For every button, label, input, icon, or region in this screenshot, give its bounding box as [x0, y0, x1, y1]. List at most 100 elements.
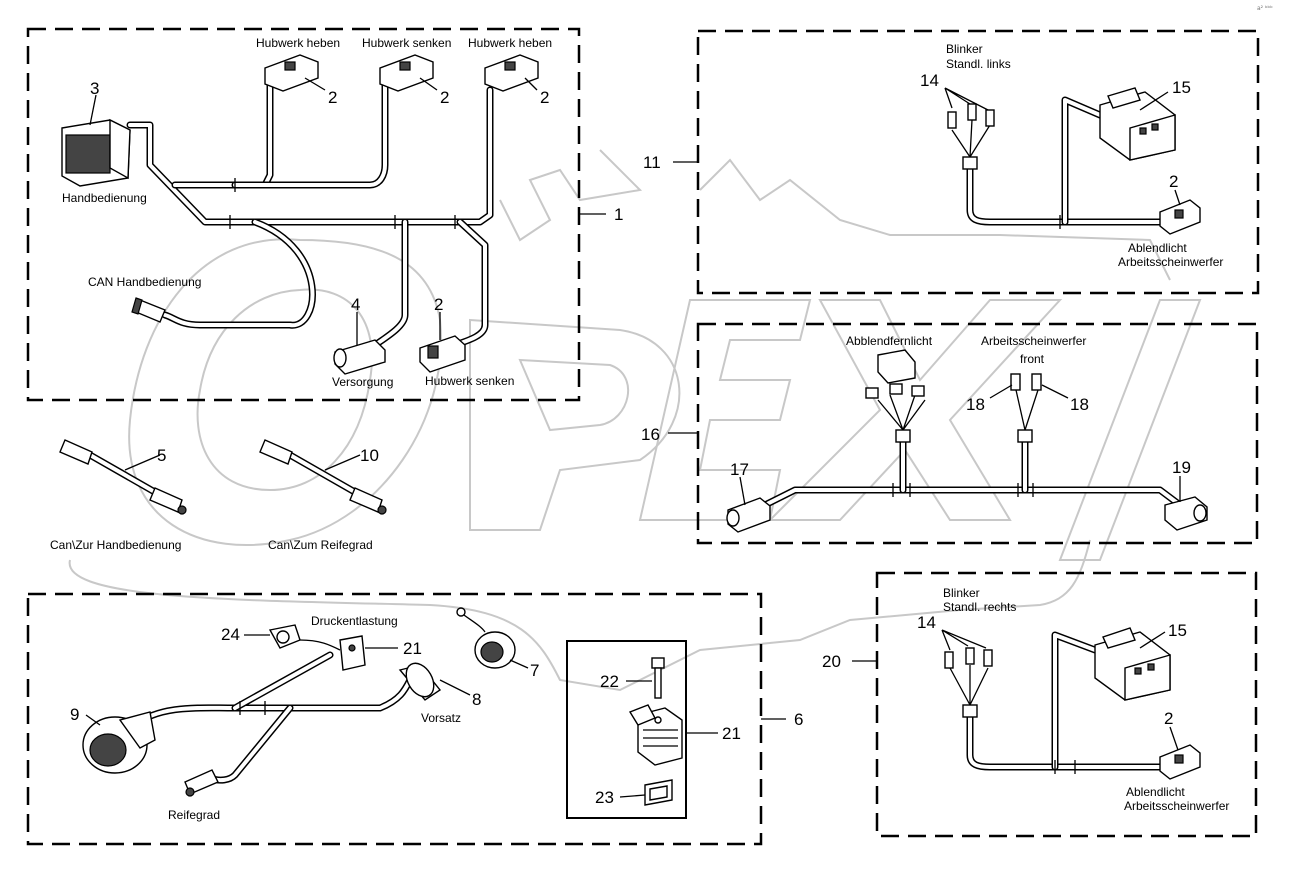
- callout-9-leader: [85, 714, 101, 726]
- callout-14b-leader: [941, 629, 987, 651]
- callout-18a-leader: [989, 384, 1013, 399]
- callout-2a-leader: [304, 77, 326, 91]
- group-6-number: 6: [794, 710, 803, 729]
- callout-5-leader: [124, 454, 161, 471]
- group-1-number: 1: [614, 205, 623, 224]
- ablendlicht-connector-2: [1159, 744, 1201, 780]
- label-can-zur-handbedienung: Can\Zur Handbedienung: [50, 538, 181, 552]
- callout-2e-leader: [1174, 189, 1181, 206]
- callout-17: 17: [730, 460, 749, 479]
- group-20-number: 20: [822, 652, 841, 671]
- label-handbedienung: Handbedienung: [62, 191, 147, 205]
- label-blinker-rechts-1: Blinker: [943, 586, 980, 600]
- callout-8-leader: [439, 679, 471, 696]
- callout-2c-leader: [524, 77, 538, 91]
- hubwerk-senken-connector-2: [419, 335, 466, 373]
- connector-7: [456, 607, 516, 669]
- ablendlicht-connector-1: [1159, 199, 1201, 235]
- connector-24: [268, 624, 301, 649]
- label-arbeitsscheinwerfer-front-1: Arbeitsscheinwerfer: [981, 334, 1086, 348]
- connector-15-bottom: [1094, 627, 1171, 701]
- label-arbeitsscheinwerfer-front-2: front: [1020, 352, 1045, 366]
- harness-1-cables: [126, 81, 494, 349]
- harness-20-cables: [944, 631, 1164, 774]
- label-ablendlicht-2a: Ablendlicht: [1126, 785, 1185, 799]
- label-can-zum-reifegrad: Can\Zum Reifegrad: [268, 538, 373, 552]
- label-hubwerk-heben-1: Hubwerk heben: [256, 36, 340, 50]
- callout-21a: 21: [403, 639, 422, 658]
- callout-14a-leader: [944, 87, 989, 111]
- harness-6-cables: [131, 639, 414, 784]
- handbedienung-connector: [61, 118, 131, 187]
- group-11-number: 11: [643, 153, 661, 172]
- label-ablendlicht-1a: Ablendlicht: [1128, 241, 1187, 255]
- label-blinker-rechts-2: Standl. rechts: [943, 600, 1016, 614]
- callout-5: 5: [157, 446, 166, 465]
- connector-17: [726, 497, 771, 533]
- callout-24: 24: [221, 625, 240, 644]
- hubwerk-heben-connector-2: [484, 54, 539, 92]
- callout-23-leader: [619, 794, 646, 798]
- callout-18b: 18: [1070, 395, 1089, 414]
- callout-21b: 21: [722, 724, 741, 743]
- label-ablendlicht-1b: Arbeitsscheinwerfer: [1118, 255, 1223, 269]
- callout-3-leader: [89, 94, 97, 126]
- callout-23: 23: [595, 788, 614, 807]
- callout-8: 8: [472, 690, 481, 709]
- label-druckentlastung: Druckentlastung: [311, 614, 398, 628]
- label-hubwerk-senken-1: Hubwerk senken: [362, 36, 451, 50]
- callout-2a: 2: [328, 88, 337, 107]
- callout-14b: 14: [917, 613, 936, 632]
- label-blinker-links-1: Blinker: [946, 42, 983, 56]
- label-ablendlicht-2b: Arbeitsscheinwerfer: [1124, 799, 1229, 813]
- label-blinker-links-2: Standl. links: [946, 57, 1011, 71]
- callout-15a-leader: [1139, 91, 1169, 111]
- callout-10-leader: [324, 454, 361, 471]
- reifegrad-plug: [184, 769, 219, 797]
- callout-7-leader: [509, 659, 529, 669]
- label-versorgung: Versorgung: [332, 375, 393, 389]
- connector-15-top: [1099, 87, 1176, 161]
- callout-2e: 2: [1169, 172, 1178, 191]
- screw-22: [651, 657, 665, 699]
- callout-9: 9: [70, 705, 79, 724]
- group-16-number: 16: [641, 425, 660, 444]
- callout-2c: 2: [540, 88, 549, 107]
- callout-18a: 18: [966, 395, 985, 414]
- connector-19: [1164, 496, 1208, 531]
- callout-3: 3: [90, 79, 99, 98]
- callout-2f: 2: [1164, 709, 1173, 728]
- callout-4: 4: [351, 295, 360, 314]
- can-cable-5: [59, 439, 187, 515]
- harness-16-cables: [761, 349, 1184, 509]
- connector-9: [82, 711, 156, 774]
- label-hubwerk-senken-2: Hubwerk senken: [425, 374, 514, 388]
- callout-2b: 2: [440, 88, 449, 107]
- callout-19: 19: [1172, 458, 1191, 477]
- label-abblendfernlicht: Abblendfernlicht: [846, 334, 933, 348]
- callout-2d: 2: [434, 295, 443, 314]
- callout-14a: 14: [920, 71, 939, 90]
- versorgung-connector: [333, 339, 386, 375]
- valve-21-subbox: [566, 640, 687, 819]
- label-reifegrad: Reifegrad: [168, 808, 220, 822]
- connector-8-vorsatz: [398, 662, 442, 701]
- label-hubwerk-heben-2: Hubwerk heben: [468, 36, 552, 50]
- hubwerk-senken-connector-1: [379, 54, 434, 92]
- callout-15b: 15: [1168, 621, 1187, 640]
- callout-15a: 15: [1172, 78, 1191, 97]
- group-6-box: [26, 592, 763, 846]
- callout-22: 22: [600, 672, 619, 691]
- callout-15b-leader: [1139, 631, 1166, 649]
- gasket-23: [644, 779, 673, 806]
- can-cable-10: [259, 439, 387, 515]
- callout-2f-leader: [1169, 726, 1179, 751]
- hubwerk-heben-connector-1: [264, 54, 319, 92]
- label-vorsatz: Vorsatz: [421, 711, 461, 725]
- corner-mark: a² ᵇᵇᵇ: [1257, 5, 1273, 12]
- callout-2b-leader: [419, 77, 438, 91]
- label-can-handbedienung: CAN Handbedienung: [88, 275, 201, 289]
- watermark: [68, 149, 1202, 692]
- callout-7: 7: [530, 661, 539, 680]
